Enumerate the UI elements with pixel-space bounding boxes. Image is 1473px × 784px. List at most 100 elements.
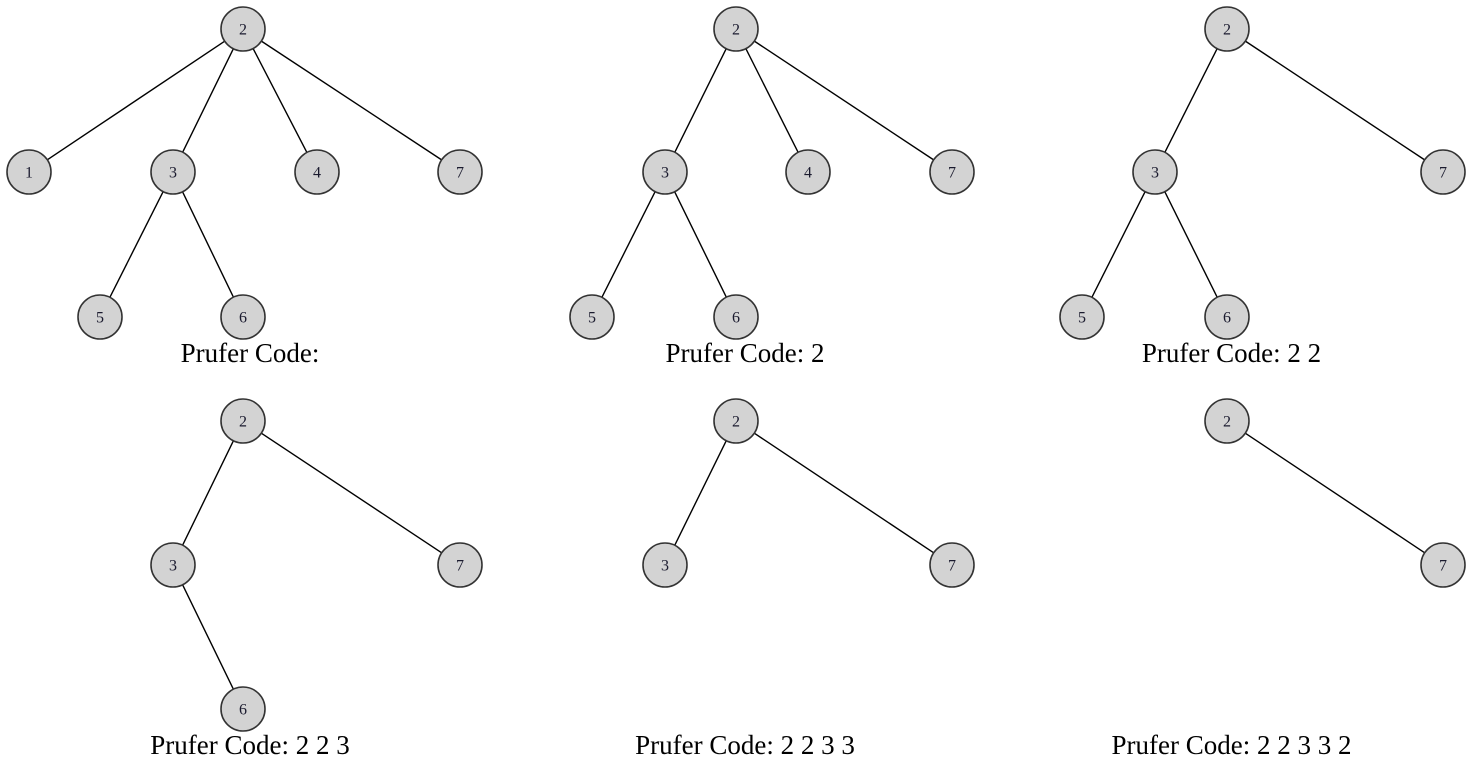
tree-edge <box>674 191 727 298</box>
node-label: 6 <box>732 310 740 327</box>
node-circle <box>642 542 688 588</box>
tree-edge <box>182 48 234 153</box>
tree-node-7: 7 <box>1420 149 1466 195</box>
tree-node-6: 6 <box>220 686 266 732</box>
node-circle <box>1059 294 1105 340</box>
node-circle <box>220 686 266 732</box>
node-circle <box>1204 294 1250 340</box>
node-circle <box>294 149 340 195</box>
panel-step-3: 2 3 7 6 Prufer Code: 2 2 3 <box>0 392 500 784</box>
node-circle <box>150 542 196 588</box>
node-label: 7 <box>1439 558 1447 575</box>
node-label: 4 <box>313 165 321 182</box>
tree-edge <box>260 40 443 161</box>
tree-node-3: 3 <box>150 542 196 588</box>
node-circle <box>1132 149 1178 195</box>
tree-node-4: 4 <box>785 149 831 195</box>
node-label: 4 <box>804 165 812 182</box>
node-circle <box>642 149 688 195</box>
node-circle <box>1204 398 1250 444</box>
node-label: 2 <box>1223 22 1231 39</box>
tree-node-5: 5 <box>77 294 123 340</box>
caption-step-2: Prufer Code: 2 2 <box>1141 338 1322 368</box>
tree-node-2: 2 <box>1204 6 1250 52</box>
tree-node-2: 2 <box>713 398 759 444</box>
tree-edge <box>674 48 727 153</box>
node-circle <box>929 542 975 588</box>
node-circle <box>1204 6 1250 52</box>
node-circle <box>713 294 759 340</box>
tree-node-2: 2 <box>220 6 266 52</box>
tree-edge <box>181 191 235 298</box>
node-circle <box>713 398 759 444</box>
node-label: 3 <box>661 165 669 182</box>
tree-edge <box>181 440 235 546</box>
node-circle <box>437 542 483 588</box>
node-circle <box>1420 542 1466 588</box>
node-label: 6 <box>239 702 247 719</box>
tree-node-2: 2 <box>713 6 759 52</box>
tree-edge <box>1091 191 1146 298</box>
caption-step-5: Prufer Code: 2 2 3 3 2 <box>1111 730 1352 760</box>
node-circle <box>220 398 266 444</box>
tree-node-6: 6 <box>713 294 759 340</box>
node-circle <box>569 294 615 340</box>
tree-node-7: 7 <box>929 542 975 588</box>
node-label: 3 <box>169 165 177 182</box>
node-label: 7 <box>456 165 464 182</box>
node-circle <box>1420 149 1466 195</box>
node-circle <box>785 149 831 195</box>
tree-edge <box>1164 48 1218 153</box>
tree-edge <box>260 432 443 554</box>
tree-graph-step-2: 2 3 7 5 6 <box>1059 6 1466 340</box>
tree-graph-step-0: 2 1 3 4 7 5 6 <box>6 6 483 340</box>
caption-step-1: Prufer Code: 2 <box>665 338 825 368</box>
node-label: 7 <box>456 558 464 575</box>
node-label: 3 <box>1151 165 1159 182</box>
node-label: 1 <box>25 165 33 182</box>
tree-edge <box>109 191 164 298</box>
node-label: 3 <box>169 558 177 575</box>
node-label: 2 <box>732 22 740 39</box>
node-circle <box>437 149 483 195</box>
node-label: 6 <box>1223 310 1231 327</box>
panel-step-2: 2 3 7 5 6 Prufer Code: 2 2 <box>990 0 1473 392</box>
tree-graph-step-4: 2 3 7 <box>642 398 975 588</box>
node-label: 5 <box>1078 310 1086 327</box>
tree-edge <box>46 40 226 161</box>
tree-edge <box>1164 191 1218 298</box>
caption-step-3: Prufer Code: 2 2 3 <box>150 730 350 760</box>
node-circle <box>77 294 123 340</box>
tree-node-4: 4 <box>294 149 340 195</box>
tree-edge <box>1244 432 1426 554</box>
tree-edge <box>1244 40 1426 161</box>
node-label: 2 <box>239 414 247 431</box>
tree-node-7: 7 <box>929 149 975 195</box>
tree-edge <box>674 440 727 546</box>
node-label: 3 <box>661 558 669 575</box>
node-circle <box>713 6 759 52</box>
tree-node-7: 7 <box>437 542 483 588</box>
tree-edge <box>753 432 935 554</box>
tree-node-2: 2 <box>1204 398 1250 444</box>
node-circle <box>150 149 196 195</box>
node-label: 2 <box>732 414 740 431</box>
tree-node-5: 5 <box>1059 294 1105 340</box>
node-label: 6 <box>239 310 247 327</box>
node-label: 7 <box>1439 165 1447 182</box>
tree-node-3: 3 <box>150 149 196 195</box>
tree-node-1: 1 <box>6 149 52 195</box>
caption-step-4: Prufer Code: 2 2 3 3 <box>635 730 855 760</box>
node-label: 5 <box>588 310 596 327</box>
tree-node-2: 2 <box>220 398 266 444</box>
panel-step-1: 2 3 4 7 5 6 Prufer Code: 2 <box>500 0 990 392</box>
tree-node-3: 3 <box>642 542 688 588</box>
node-circle <box>220 6 266 52</box>
node-label: 7 <box>948 558 956 575</box>
tree-graph-step-5: 27 <box>1204 398 1466 588</box>
node-circle <box>6 149 52 195</box>
tree-edge <box>601 191 656 298</box>
